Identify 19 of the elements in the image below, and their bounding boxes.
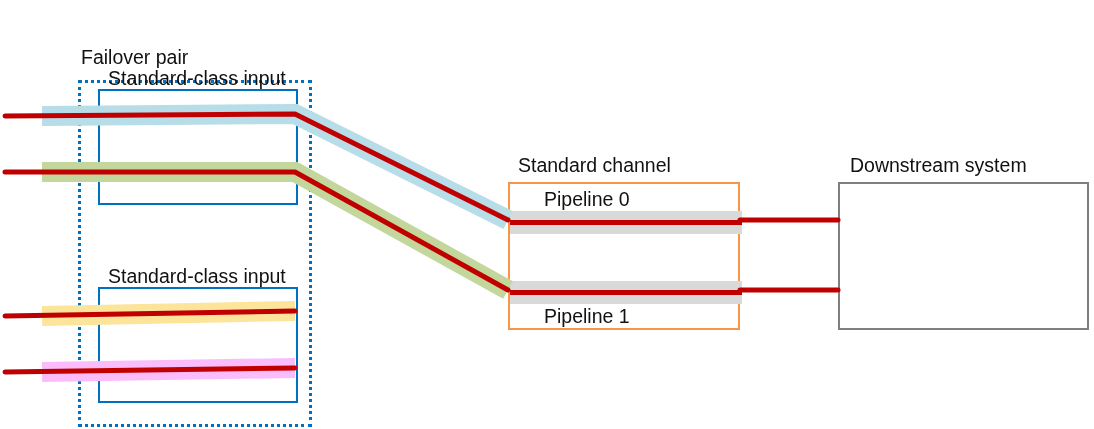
pipeline-band xyxy=(510,281,742,327)
node-label: Standard-class input xyxy=(108,67,286,89)
node-label: Failover pair xyxy=(81,46,189,68)
signal-highlight xyxy=(41,358,296,382)
signal-highlight xyxy=(41,104,513,229)
node-label: Standard channel xyxy=(518,154,671,176)
node-label: Standard-class input xyxy=(108,265,286,287)
signal-line xyxy=(2,169,511,293)
node-label: Pipeline 0 xyxy=(544,188,630,210)
signal-line xyxy=(2,308,298,319)
signal-highlight xyxy=(41,301,296,326)
node-label: Downstream system xyxy=(850,154,1027,176)
signal-line xyxy=(737,287,841,293)
node-label: Pipeline 1 xyxy=(544,305,630,327)
pipeline-band xyxy=(510,188,742,234)
signal-line xyxy=(2,111,511,223)
signal-highlight xyxy=(42,162,513,299)
signal-line xyxy=(2,365,298,375)
signal-line xyxy=(737,217,841,223)
